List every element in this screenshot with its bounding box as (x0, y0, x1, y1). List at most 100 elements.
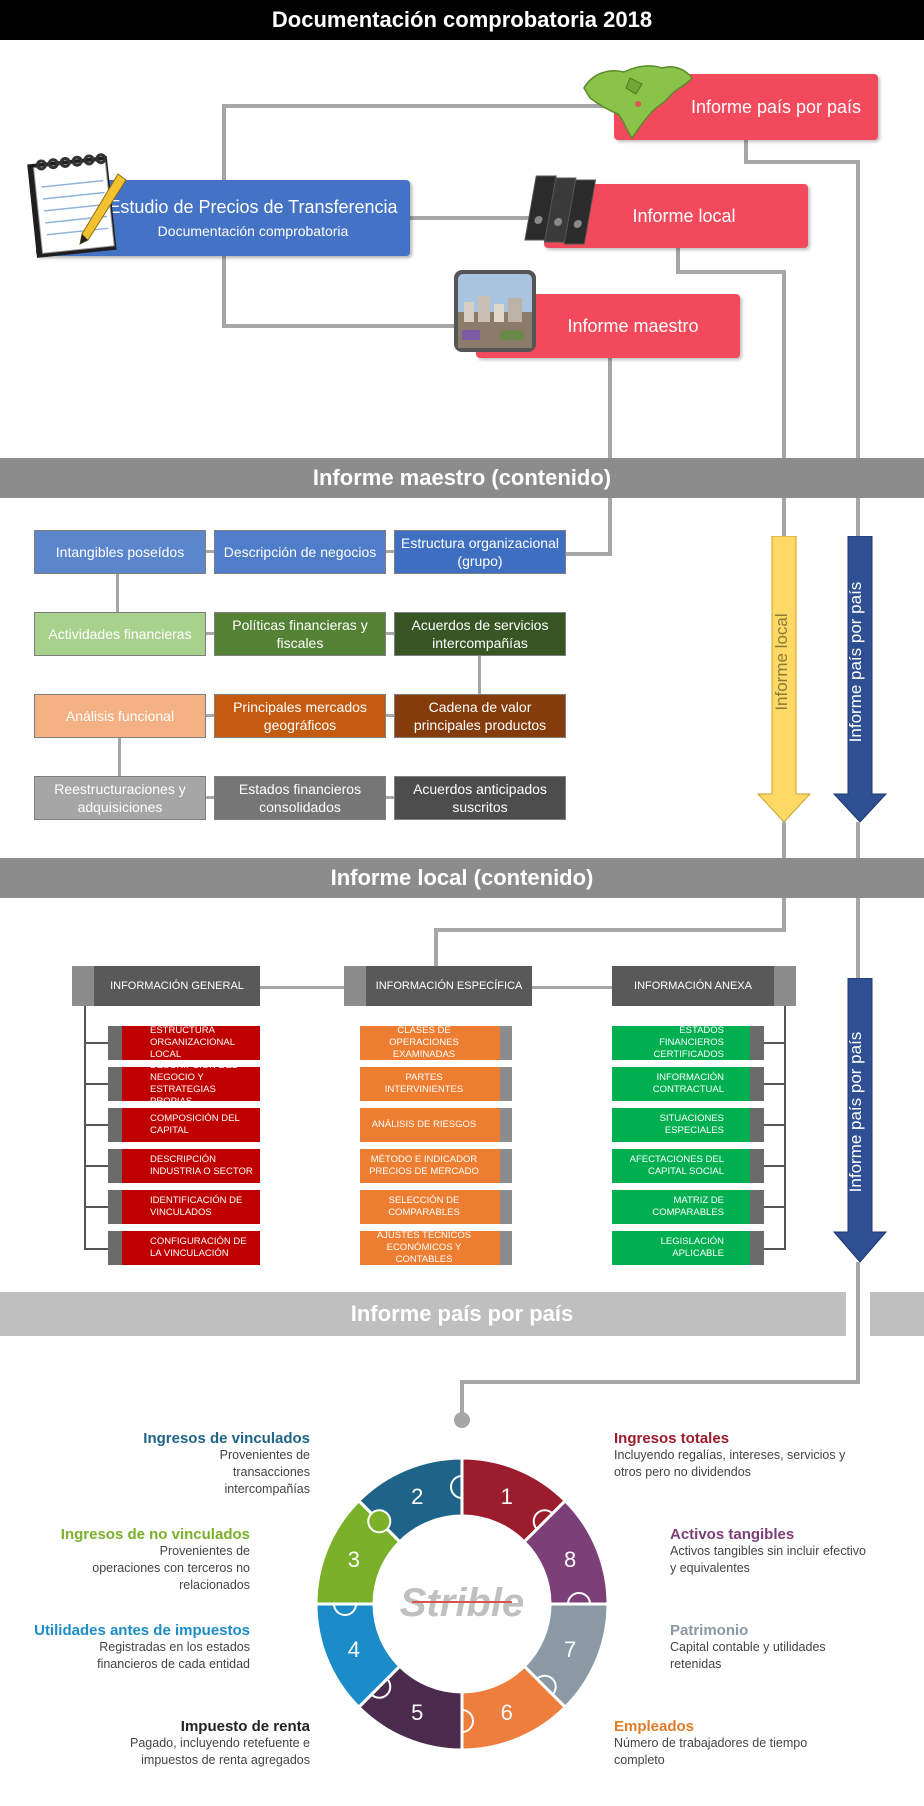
arrow-cbc-1 (832, 536, 888, 823)
master-item-value-chain: Cadena de valor principales productos (394, 694, 566, 738)
cat-5: Impuesto de renta Pagado, incluyendo ret… (110, 1718, 310, 1769)
connector (260, 986, 344, 989)
wheel-number-2: 2 (411, 1484, 423, 1509)
master-item-financial-policies: Políticas financieras y fiscales (214, 612, 386, 656)
general-item: COMPOSICIÓN DEL CAPITAL (108, 1108, 260, 1142)
header-tab (72, 966, 94, 1006)
master-item-structure: Estructura organizacional (grupo) (394, 530, 566, 574)
cat-6-title: Empleados (614, 1718, 695, 1735)
binders-icon (524, 175, 597, 245)
study-subtitle: Documentación comprobatoria (157, 223, 349, 239)
tree-branch (764, 1206, 784, 1208)
annex-item: LEGISLACIÓN APLICABLE (612, 1231, 764, 1265)
section-master-label: Informe maestro (contenido) (312, 465, 612, 490)
wheel-number-5: 5 (411, 1700, 423, 1725)
tree-branch (84, 1124, 108, 1126)
master-item-apa: Acuerdos anticipados suscritos (394, 776, 566, 820)
tree-line (84, 1006, 86, 1250)
cat-6-desc: Número de trabajadores de tiempo complet… (614, 1736, 808, 1767)
arrow-local (756, 536, 812, 823)
connector (676, 270, 786, 274)
header-general: INFORMACIÓN GENERAL (72, 966, 260, 1006)
cat-7-title: Patrimonio (670, 1622, 749, 1639)
cat-4: Utilidades antes de impuestos Registrada… (30, 1622, 250, 1673)
general-item: DESCRIPCIÓN DEL NEGOCIO Y ESTRATEGIAS PR… (108, 1060, 260, 1107)
connector (782, 270, 786, 538)
arrow-cbc-2 (832, 978, 888, 1263)
cat-4-desc: Registradas en los estados financieros d… (97, 1640, 250, 1671)
general-item: IDENTIFICACIÓN DE VINCULADOS (108, 1190, 260, 1224)
connector (856, 1336, 860, 1384)
tree-branch (764, 1042, 784, 1044)
page-title: Documentación comprobatoria 2018 (0, 0, 924, 40)
wheel-number-6: 6 (501, 1700, 513, 1725)
tree-branch (764, 1248, 784, 1250)
master-item-functional-analysis: Análisis funcional (34, 694, 206, 738)
tree-branch (764, 1165, 784, 1167)
wheel-number-3: 3 (348, 1547, 360, 1572)
tree-branch (764, 1083, 784, 1085)
connector (206, 714, 214, 717)
connector (116, 574, 119, 612)
connector (386, 714, 394, 717)
tree-branch (764, 1124, 784, 1126)
tree-line (784, 1006, 786, 1250)
annex-item: MATRIZ DE COMPARABLES (612, 1190, 764, 1224)
wheel-knob-3 (367, 1509, 392, 1534)
report-cbc-label: Informe país por país (690, 96, 862, 117)
section-cbc: Informe país por país (0, 1292, 924, 1336)
cat-5-desc: Pagado, incluyendo retefuente e impuesto… (130, 1736, 310, 1767)
connector (608, 358, 612, 458)
specific-item: PARTES INTERVINIENTES (360, 1067, 512, 1101)
specific-item: AJUSTES TÉCNICOS ECONÓMICOS Y CONTABLES (360, 1230, 512, 1265)
connector (676, 248, 680, 274)
connector (856, 498, 860, 538)
specific-item: MÉTODO E INDICADOR PRECIOS DE MERCADO (360, 1149, 512, 1183)
connector (856, 1292, 860, 1336)
general-item: ESTRUCTURA ORGANIZACIONAL LOCAL (108, 1025, 260, 1060)
tree-branch (84, 1042, 108, 1044)
connector (856, 822, 860, 858)
connector (118, 738, 121, 776)
cat-7: Patrimonio Capital contable y utilidades… (670, 1622, 870, 1673)
connector (460, 1380, 860, 1384)
specific-item: ANÁLISIS DE RIESGOS (360, 1108, 512, 1142)
tree-branch (84, 1165, 108, 1167)
header-annex: INFORMACIÓN ANEXA (612, 966, 796, 1006)
wheel-number-8: 8 (564, 1547, 576, 1572)
tree-branch (84, 1206, 108, 1208)
report-master-label: Informe maestro (567, 315, 699, 336)
general-item: DESCRIPCIÓN INDUSTRIA O SECTOR (108, 1149, 260, 1183)
connector (478, 656, 481, 694)
connector (206, 796, 214, 799)
connector (744, 160, 860, 164)
cat-3-desc: Provenientes de operaciones con terceros… (92, 1544, 250, 1592)
wheel-number-4: 4 (348, 1637, 360, 1662)
connector (608, 498, 612, 556)
header-annex-label: INFORMACIÓN ANEXA (634, 980, 752, 992)
wheel-number-7: 7 (564, 1637, 576, 1662)
master-item-consolidated-fs: Estados financieros consolidados (214, 776, 386, 820)
header-general-label: INFORMACIÓN GENERAL (110, 980, 244, 992)
section-local-label: Informe local (contenido) (330, 865, 594, 890)
cat-7-desc: Capital contable y utilidades retenidas (670, 1640, 826, 1671)
master-item-restructuring: Reestructuraciones y adquisiciones (34, 776, 206, 820)
connector (460, 1380, 464, 1416)
cat-2-title: Ingresos de vinculados (143, 1430, 310, 1447)
header-specific-label: INFORMACIÓN ESPECÍFICA (375, 980, 523, 992)
connector (222, 324, 478, 328)
annex-item: SITUACIONES ESPECIALES (612, 1108, 764, 1142)
section-master-content: Informe maestro (contenido) (0, 458, 924, 498)
connector (532, 986, 612, 989)
header-specific: INFORMACIÓN ESPECÍFICA (344, 966, 532, 1006)
connector (206, 632, 214, 635)
cat-2-desc: Provenientes de transacciones intercompa… (219, 1448, 310, 1496)
connector (782, 498, 786, 538)
connector (434, 928, 438, 966)
cat-3-title: Ingresos de no vinculados (60, 1526, 250, 1543)
connector (782, 822, 786, 858)
connector (408, 216, 548, 220)
connector (206, 550, 214, 553)
connector-dot (454, 1412, 470, 1428)
